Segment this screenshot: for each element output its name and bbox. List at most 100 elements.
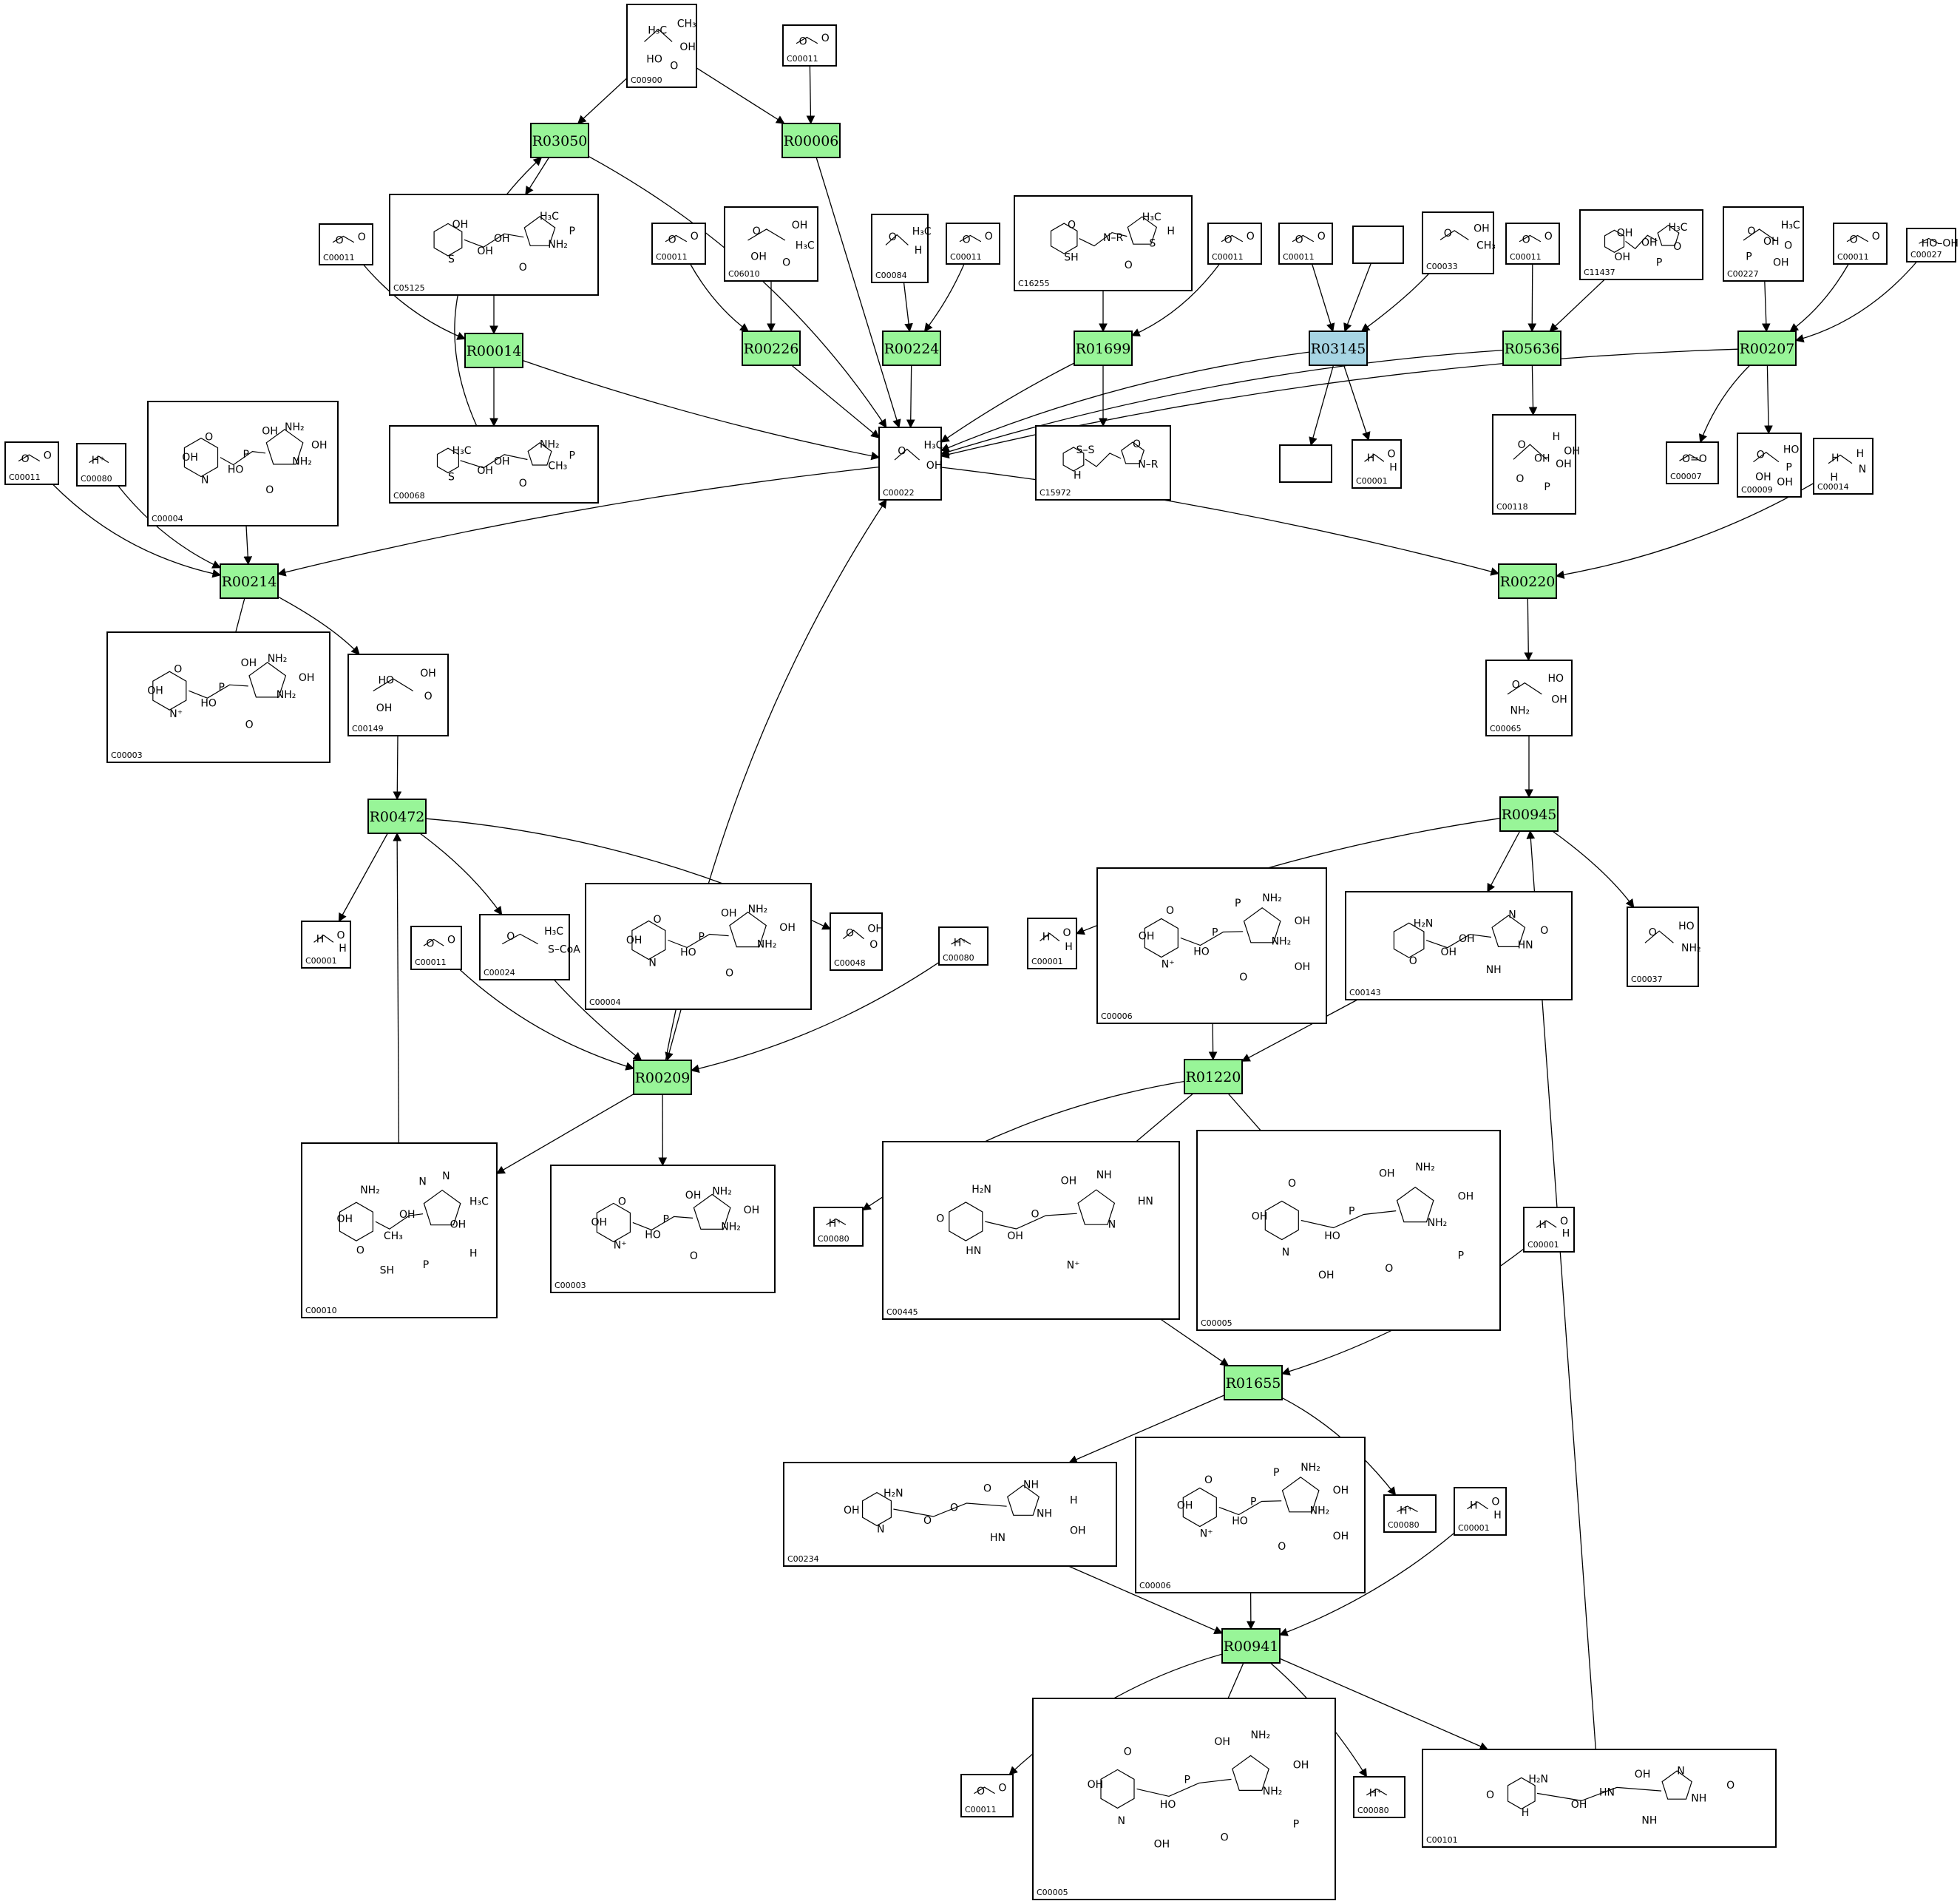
reaction-node-r05636[interactable]: R05636 — [1502, 331, 1561, 366]
reaction-node-r01220[interactable]: R01220 — [1184, 1059, 1243, 1094]
atom-label: O — [1872, 231, 1880, 243]
reaction-edge — [1555, 483, 1814, 580]
compound-id: C00011 — [415, 958, 447, 967]
atom-label: OH — [1061, 1175, 1077, 1187]
atom-label: HO — [379, 674, 395, 686]
ring-sketch — [1144, 918, 1179, 958]
atom-label: HO — [228, 464, 244, 476]
reaction-node-r00214[interactable]: R00214 — [220, 563, 279, 599]
reaction-box — [1498, 563, 1557, 599]
atom-label: SH — [1064, 252, 1078, 264]
compound-node[interactable]: H⁺C00080 — [938, 926, 989, 966]
compound-node[interactable] — [1352, 226, 1404, 264]
atom-label: H — [1470, 1500, 1478, 1512]
reaction-node-r03050[interactable]: R03050 — [530, 123, 589, 158]
reaction-node-r01699[interactable]: R01699 — [1074, 331, 1133, 366]
bond-sketch — [1743, 228, 1776, 241]
reaction-node-r00220[interactable]: R00220 — [1498, 563, 1557, 599]
reaction-node-r00945[interactable]: R00945 — [1499, 796, 1559, 832]
bond-sketch — [1180, 931, 1244, 946]
reaction-node-r00941[interactable]: R00941 — [1221, 1628, 1281, 1664]
atom-label: OH — [792, 220, 808, 231]
compound-node[interactable]: H⁺C00080 — [76, 443, 126, 487]
atom-label: O — [668, 234, 676, 246]
compound-box — [1906, 228, 1956, 262]
ring-sketch — [1077, 1189, 1116, 1225]
atom-label: H — [1042, 932, 1051, 943]
atom-label: O — [337, 929, 345, 941]
compound-node[interactable]: H⁺C00080 — [1383, 1494, 1437, 1533]
atom-label: H₃C — [469, 1196, 489, 1208]
atom-label: O — [782, 257, 790, 269]
compound-node[interactable]: H⁺C00080 — [813, 1207, 864, 1247]
reaction-node-r00006[interactable]: R00006 — [781, 123, 841, 158]
reaction-node-r00014[interactable]: R00014 — [464, 333, 523, 368]
reaction-node-r00472[interactable]: R00472 — [367, 799, 427, 834]
reaction-node-r01655[interactable]: R01655 — [1224, 1365, 1283, 1400]
reaction-edge — [1528, 365, 1538, 416]
reaction-node-r00209[interactable]: R00209 — [633, 1060, 692, 1095]
ring-sketch — [436, 447, 459, 474]
reaction-node-r03145[interactable]: R03145 — [1309, 331, 1368, 366]
compound-node[interactable]: H⁺C00080 — [1353, 1776, 1405, 1818]
compound-node[interactable] — [1279, 444, 1332, 483]
reaction-node-r00224[interactable]: R00224 — [882, 331, 941, 366]
reaction-node-r00226[interactable]: R00226 — [742, 331, 801, 366]
reaction-node-r00207[interactable]: R00207 — [1737, 331, 1797, 366]
reaction-box — [633, 1060, 692, 1095]
atom-label: H — [1367, 453, 1375, 464]
atom-label: H₂N — [884, 1488, 903, 1500]
reaction-edge — [923, 263, 965, 332]
